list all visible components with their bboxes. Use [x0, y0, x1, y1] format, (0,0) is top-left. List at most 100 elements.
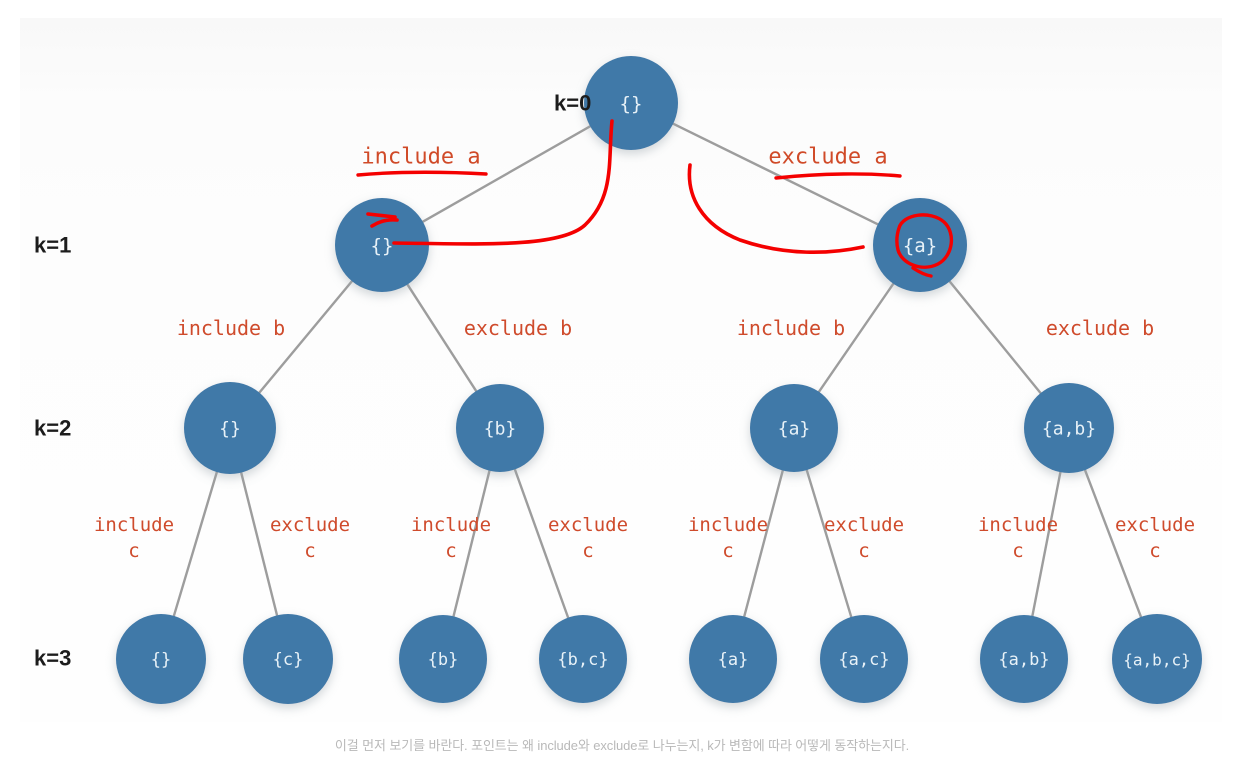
tree-edge [451, 467, 492, 620]
tree-node[interactable]: {b} [456, 384, 544, 472]
level-labels: k=0k=1k=2k=3 [34, 91, 591, 671]
edge-label-line: c [1149, 540, 1160, 562]
tree-node[interactable]: {a} [689, 615, 777, 703]
tree-node[interactable]: {} [184, 382, 276, 474]
tree-node[interactable]: {b,c} [539, 615, 627, 703]
tree-node-circle [335, 198, 429, 292]
edge-label: include b [737, 316, 845, 340]
edge-label-stacked: exclude c [824, 514, 904, 562]
tree-node-label: {a,b} [1042, 419, 1096, 440]
edge-label-line: c [128, 540, 139, 562]
tree-edge [256, 278, 355, 396]
tree-edge [670, 121, 881, 227]
tree-node[interactable]: {a,b} [980, 615, 1068, 703]
edge-label-stacked: include c [688, 514, 768, 562]
tree-node-circle [116, 614, 206, 704]
tree-edge [816, 280, 896, 395]
tree-node-label: {} [371, 235, 394, 257]
edge-label: exclude b [1046, 316, 1154, 340]
tree-edge [419, 124, 594, 224]
tree-node-circle [456, 384, 544, 472]
tree-node-label: {} [219, 419, 241, 440]
level-label: k=3 [34, 646, 71, 671]
tree-node-circle [820, 615, 908, 703]
tree-node-circle [689, 615, 777, 703]
tree-node-label: {b} [484, 419, 517, 440]
tree-node-label: {b} [428, 650, 459, 670]
tree-node[interactable]: {} [584, 56, 678, 150]
subset-tree-diagram: {} {} {a} {} {b} {a} {a,b} {} {c} {b} {b,c} {a} {a,c… [34, 56, 1202, 704]
edge-label-line: include [94, 514, 174, 536]
tree-edge [405, 281, 479, 394]
tree-edges [172, 121, 1143, 621]
edge-label: exclude b [464, 316, 572, 340]
tree-edge [742, 467, 785, 620]
tree-node[interactable]: {a,b,c} [1112, 614, 1202, 704]
tree-node-label: {c} [273, 650, 304, 670]
tree-edge [804, 466, 854, 621]
level-label: k=1 [34, 233, 71, 258]
edge-label-line: include [688, 514, 768, 536]
edge-label-line: exclude [270, 514, 350, 536]
underline-include-a-stroke [356, 170, 488, 177]
tree-node-circle [1024, 383, 1114, 473]
tree-edge [947, 278, 1044, 396]
arrow-to-right-child-stroke [687, 163, 865, 255]
tree-node-circle [1112, 614, 1202, 704]
tree-node-label: {} [620, 93, 643, 115]
tree-edge [1083, 466, 1143, 621]
tree-node-circle [750, 384, 838, 472]
edge-label-stacked: include c [94, 514, 174, 562]
edge-label-line: c [858, 540, 869, 562]
handwritten-annotations [356, 119, 954, 278]
edge-label-line: c [722, 540, 733, 562]
tree-node[interactable]: {} [335, 198, 429, 292]
edge-label-stacked: include c [411, 514, 491, 562]
tree-node[interactable]: {a} [750, 384, 838, 472]
level-label: k=0 [554, 91, 591, 116]
tree-node-label: {a,c} [838, 650, 889, 670]
tree-edge [239, 469, 279, 619]
edge-label: include b [177, 316, 285, 340]
edge-label: exclude a [768, 145, 887, 170]
tree-node-circle [243, 614, 333, 704]
tree-node-circle [980, 615, 1068, 703]
edge-label-line: exclude [1115, 514, 1195, 536]
edge-label-line: c [445, 540, 456, 562]
underline-exclude-a-stroke [774, 172, 902, 180]
arrow-to-left-child-stroke [392, 119, 614, 246]
tree-node[interactable]: {} [116, 614, 206, 704]
tree-node-circle [399, 615, 487, 703]
edge-label-line: include [411, 514, 491, 536]
tree-node-label: {} [151, 650, 171, 670]
tree-edge [1030, 469, 1062, 619]
tree-node-label: {b,c} [557, 650, 608, 670]
edge-label-line: exclude [548, 514, 628, 536]
tree-node-circle [184, 382, 276, 474]
circle-around-a-stroke [895, 213, 954, 269]
tree-node-label: {a} [903, 235, 937, 257]
tree-node[interactable]: {a,b} [1024, 383, 1114, 473]
edge-label-line: c [582, 540, 593, 562]
tree-edge [172, 468, 219, 619]
circle-around-a-tail [911, 266, 933, 278]
tree-node-label: {a} [718, 650, 749, 670]
tree-node[interactable]: {a} [873, 198, 967, 292]
edge-label: include a [361, 145, 480, 170]
caption-text: 이걸 먼저 보기를 바란다. 포인트는 왜 include와 exclude로 … [334, 738, 910, 753]
tree-node[interactable]: {c} [243, 614, 333, 704]
edge-label-line: c [304, 540, 315, 562]
edge-label-line: exclude [824, 514, 904, 536]
arrow-to-left-child-head [366, 212, 399, 228]
tree-node[interactable]: {a,c} [820, 615, 908, 703]
tree-node-label: {a,b} [998, 650, 1049, 670]
tree-node-circle [584, 56, 678, 150]
tree-node[interactable]: {b} [399, 615, 487, 703]
tree-nodes: {} {} {a} {} {b} {a} {a,b} {} {c} {b} {b,c} {a} {a,c… [116, 56, 1202, 704]
edge-label-stacked: exclude c [1115, 514, 1195, 562]
edge-label-line: include [978, 514, 1058, 536]
tree-edge-labels: include a exclude a include b exclude b incl… [94, 145, 1195, 563]
tree-node-label: {a,b,c} [1123, 651, 1190, 670]
